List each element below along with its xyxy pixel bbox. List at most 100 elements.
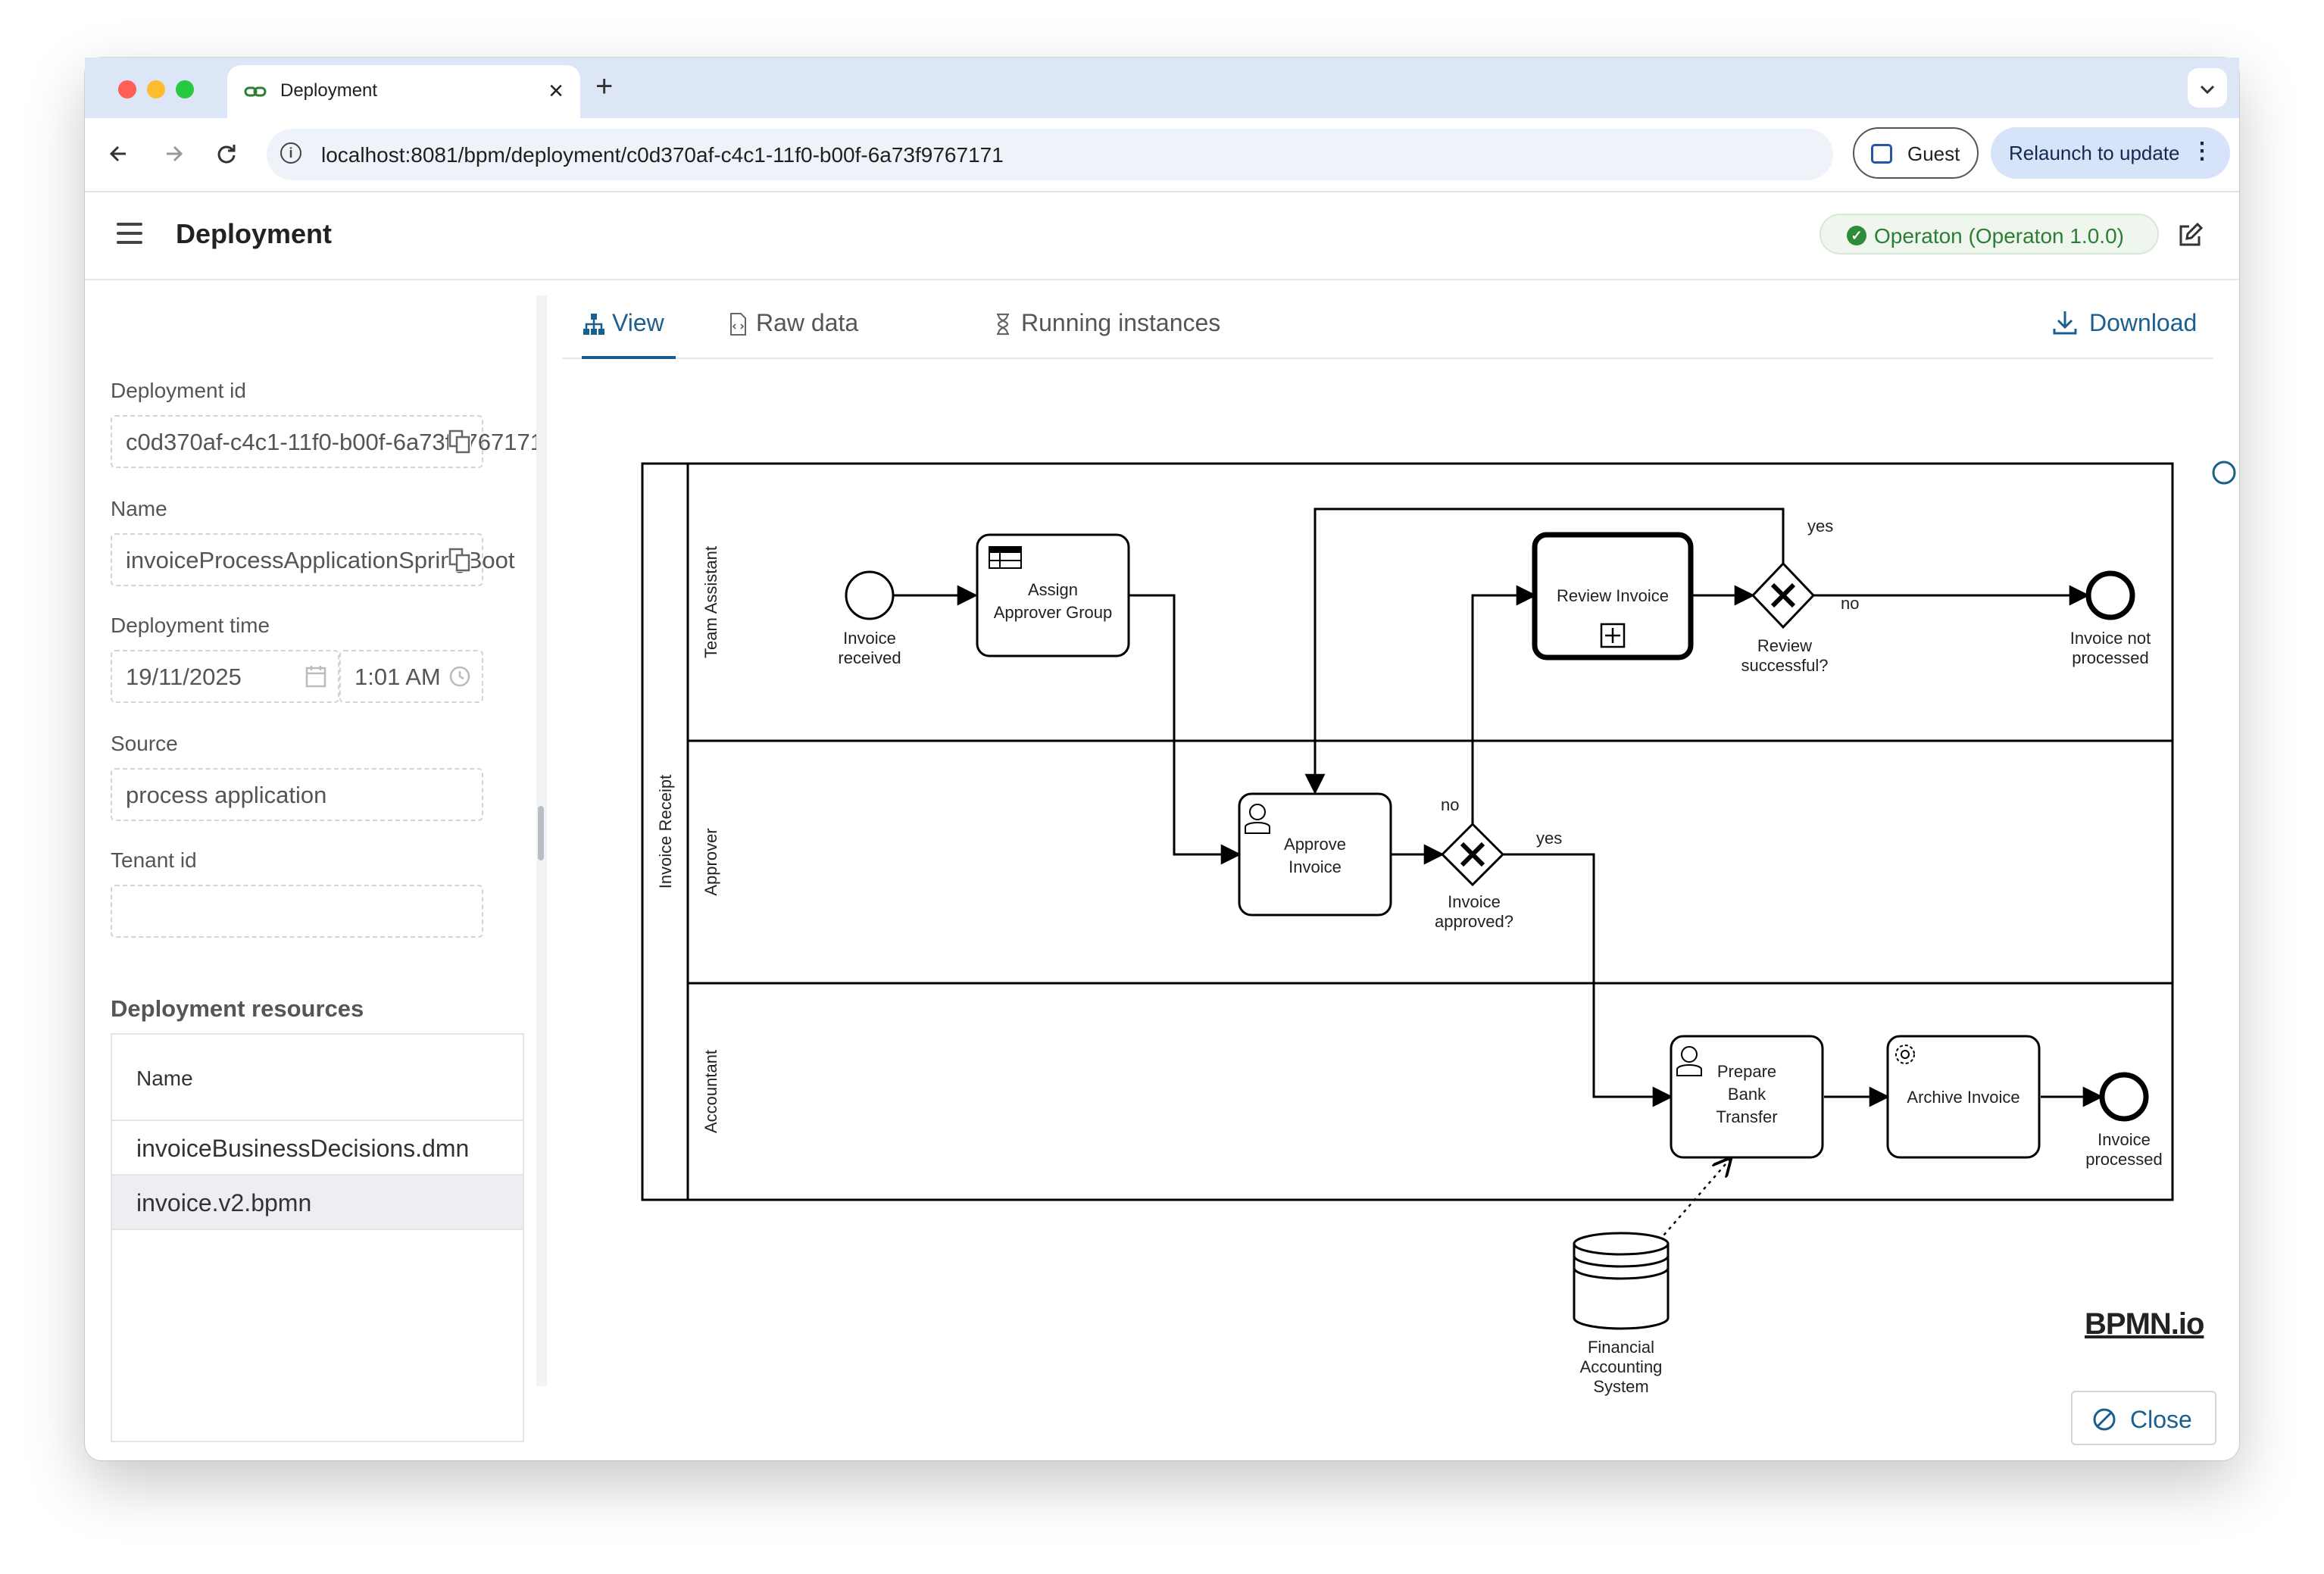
bpmn-diagram[interactable]: Invoice Receipt Team Assistant Approver … xyxy=(615,391,2236,1421)
source-field[interactable]: process application xyxy=(111,768,483,821)
chevron-down-icon xyxy=(2200,85,2215,95)
close-label: Close xyxy=(2130,1406,2192,1433)
url-text: localhost:8081/bpm/deployment/c0d370af-c… xyxy=(321,143,1004,167)
flow-label-yes: yes xyxy=(1536,829,1562,848)
app-header: Deployment ✓ Operaton (Operaton 1.0.0) xyxy=(85,192,2239,280)
profile-icon xyxy=(1871,144,1892,164)
table-row-selected[interactable]: invoice.v2.bpmn xyxy=(112,1176,523,1230)
engine-badge[interactable]: ✓ Operaton (Operaton 1.0.0) xyxy=(1820,214,2159,255)
table-row[interactable]: invoiceBusinessDecisions.dmn xyxy=(112,1121,523,1176)
engine-label: Operaton (Operaton 1.0.0) xyxy=(1874,224,2124,248)
gateway-label: Review xyxy=(1757,636,1812,655)
name-field[interactable]: invoiceProcessApplicationSpringBoot xyxy=(111,533,515,586)
business-rule-icon xyxy=(989,546,1022,569)
task-approve-invoice[interactable]: Approve Invoice xyxy=(1238,792,1392,917)
tenant-label: Tenant id xyxy=(111,848,197,872)
source-value: process application xyxy=(126,782,327,808)
resources-heading: Deployment resources xyxy=(111,995,364,1022)
browser-tab[interactable]: Deployment × xyxy=(227,65,580,118)
name-label: Name xyxy=(111,497,167,520)
data-store-label: Financial xyxy=(1588,1338,1654,1357)
minimize-window-button[interactable] xyxy=(147,80,165,98)
relaunch-button[interactable]: Relaunch to update ⋮ xyxy=(1991,127,2230,179)
start-event-label: Invoice xyxy=(843,629,896,648)
source-label: Source xyxy=(111,732,178,755)
subprocess-review-invoice[interactable]: Review Invoice xyxy=(1532,532,1694,661)
bpmn-io-logo[interactable]: BPMN.io xyxy=(2085,1307,2204,1341)
more-menu-icon[interactable]: ⋮ xyxy=(2191,139,2213,164)
data-store-label: Accounting xyxy=(1580,1357,1663,1376)
back-icon[interactable] xyxy=(100,135,138,173)
resources-table: Name invoiceBusinessDecisions.dmn invoic… xyxy=(111,1033,524,1442)
task-label: Assign xyxy=(1028,580,1078,599)
tab-view[interactable]: View xyxy=(582,309,676,359)
column-header-name: Name xyxy=(136,1067,193,1090)
date-field[interactable]: 19/11/2025 xyxy=(111,650,339,703)
edit-icon[interactable] xyxy=(2177,222,2204,248)
deployment-id-field[interactable]: c0d370af-c4c1-11f0-b00f-6a73f9767171 xyxy=(111,415,543,468)
user-icon xyxy=(1676,1046,1702,1076)
end-event-invoice-processed[interactable]: Invoice processed xyxy=(2085,1072,2163,1169)
forward-icon[interactable] xyxy=(155,135,192,173)
pool-label: Invoice Receipt xyxy=(656,775,675,888)
reload-icon[interactable] xyxy=(208,135,245,173)
tab-raw-data-label: Raw data xyxy=(756,309,859,336)
task-assign-approver-group[interactable]: Assign Approver Group xyxy=(976,533,1130,657)
link-icon xyxy=(244,86,267,97)
calendar-icon[interactable] xyxy=(305,664,327,689)
close-window-button[interactable] xyxy=(118,80,136,98)
site-info-icon[interactable]: i xyxy=(280,142,301,164)
task-label: Transfer xyxy=(1716,1107,1777,1126)
sitemap-icon xyxy=(583,314,604,335)
data-store-financial-accounting[interactable]: Financial Accounting System xyxy=(1573,1232,1670,1396)
close-tab-icon[interactable]: × xyxy=(548,77,564,105)
task-label: Approver Group xyxy=(994,603,1113,622)
relaunch-label: Relaunch to update xyxy=(2009,142,2180,164)
gateway-invoice-approved[interactable]: Invoice approved? xyxy=(1435,822,1513,931)
gateway-label: approved? xyxy=(1435,912,1513,931)
page-title: Deployment xyxy=(176,218,333,249)
copy-icon[interactable] xyxy=(448,548,471,572)
browser-toolbar: i localhost:8081/bpm/deployment/c0d370af… xyxy=(85,118,2239,192)
tab-raw-data[interactable]: Raw data xyxy=(726,309,870,356)
maximize-window-button[interactable] xyxy=(176,80,194,98)
hourglass-icon xyxy=(997,313,1009,336)
check-circle-icon: ✓ xyxy=(1847,226,1866,245)
new-tab-button[interactable]: + xyxy=(595,70,614,103)
start-event-invoice-received[interactable]: Invoice received xyxy=(838,570,901,667)
reset-view-icon[interactable] xyxy=(2212,461,2236,485)
time-value: 1:01 AM xyxy=(355,664,441,690)
flow-label-no: no xyxy=(1441,795,1459,814)
task-archive-invoice[interactable]: Archive Invoice xyxy=(1886,1035,2041,1159)
guest-label: Guest xyxy=(1907,142,1960,165)
tenant-field[interactable] xyxy=(111,885,483,938)
gateway-review-successful[interactable]: Review successful? xyxy=(1741,561,1829,675)
end-event-label: processed xyxy=(2072,648,2149,667)
task-label: Invoice xyxy=(1289,857,1342,876)
close-button[interactable]: Close xyxy=(2071,1391,2216,1445)
deployment-details-panel: Deployment id c0d370af-c4c1-11f0-b00f-6a… xyxy=(85,280,547,1447)
address-bar[interactable]: i localhost:8081/bpm/deployment/c0d370af… xyxy=(267,129,1833,180)
task-label: Archive Invoice xyxy=(1907,1088,2019,1107)
clock-icon[interactable] xyxy=(448,664,471,689)
task-label: Bank xyxy=(1728,1085,1766,1104)
panel-scrollbar-thumb[interactable] xyxy=(538,806,544,860)
end-event-label: Invoice not xyxy=(2070,629,2151,648)
deployment-id-label: Deployment id xyxy=(111,379,246,402)
copy-icon[interactable] xyxy=(448,429,471,454)
data-store-label: System xyxy=(1593,1377,1648,1396)
download-button[interactable]: Download xyxy=(2051,309,2197,342)
tab-running-instances[interactable]: Running instances xyxy=(991,309,1241,356)
task-prepare-bank-transfer[interactable]: Prepare Bank Transfer xyxy=(1670,1035,1824,1159)
profile-button[interactable]: Guest xyxy=(1853,127,1979,179)
tab-running-instances-label: Running instances xyxy=(1021,309,1221,336)
tab-title: Deployment xyxy=(280,80,378,101)
start-event-label: received xyxy=(838,648,901,667)
end-event-invoice-not-processed[interactable]: Invoice not processed xyxy=(2070,570,2151,667)
menu-icon[interactable] xyxy=(117,223,142,244)
end-event-label: processed xyxy=(2085,1150,2163,1169)
task-label: Approve xyxy=(1284,835,1346,854)
time-field[interactable]: 1:01 AM xyxy=(339,650,483,703)
view-tabs: View Raw data Running instances xyxy=(562,292,2213,359)
tab-search-button[interactable] xyxy=(2188,68,2227,108)
